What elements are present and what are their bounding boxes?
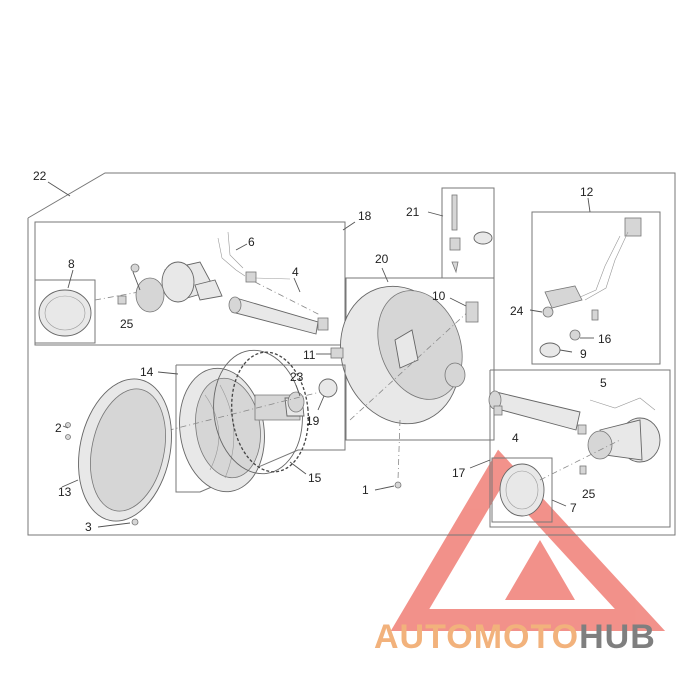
callout-1: 1 — [362, 483, 369, 497]
callout-23: 23 — [290, 370, 304, 384]
screws — [62, 422, 402, 528]
headlight-rim-13 — [61, 378, 172, 522]
assembly-frame-22 — [27, 172, 676, 536]
callout-10: 10 — [432, 289, 446, 303]
subassembly-box-21 — [427, 187, 495, 279]
callout-7: 7 — [570, 501, 577, 515]
gasket-15 — [231, 351, 309, 475]
callout-6: 6 — [248, 235, 255, 249]
callout-4: 4 — [292, 265, 299, 279]
watermark-moto: MOTO — [474, 618, 579, 656]
callout-21: 21 — [406, 205, 420, 219]
callout-18: 18 — [358, 209, 372, 223]
subassembly-box-18 — [34, 221, 356, 346]
callout-14: 14 — [140, 365, 154, 379]
watermark-hub: HUB — [579, 618, 656, 656]
subassembly-box-12 — [529, 197, 661, 365]
callout-17: 17 — [452, 466, 466, 480]
svg-text:AUTOMOTOHUB: AUTOMOTOHUB — [374, 618, 656, 656]
callout-16: 16 — [598, 332, 612, 346]
callout-13: 13 — [58, 485, 72, 499]
part-11 — [316, 347, 344, 359]
callout-15: 15 — [308, 471, 322, 485]
callout-11: 11 — [303, 348, 316, 362]
callout-4-right: 4 — [512, 431, 519, 445]
subassembly-box-20 — [340, 267, 495, 481]
callout-20: 20 — [375, 252, 389, 266]
callout-2: 2 — [55, 421, 62, 435]
watermark-wordmark: AUTOMOTOHUB — [374, 618, 656, 656]
callout-5: 5 — [600, 376, 607, 390]
watermark-auto: AUTO — [374, 618, 474, 656]
callout-12: 12 — [580, 185, 594, 199]
callout-25: 25 — [120, 317, 134, 331]
callout-19: 19 — [306, 414, 320, 428]
subassembly-box-17 — [469, 369, 671, 528]
callout-9: 9 — [580, 347, 587, 361]
callout-3: 3 — [85, 520, 92, 534]
callout-25-right: 25 — [582, 487, 596, 501]
watermark-logo-mark — [390, 449, 666, 631]
callout-labels: 22 18 6 8 4 25 20 21 10 12 24 16 9 11 14… — [33, 169, 612, 534]
part-10 — [449, 297, 479, 323]
callout-8: 8 — [68, 257, 75, 271]
callout-24: 24 — [510, 304, 524, 318]
callout-22: 22 — [33, 169, 47, 183]
